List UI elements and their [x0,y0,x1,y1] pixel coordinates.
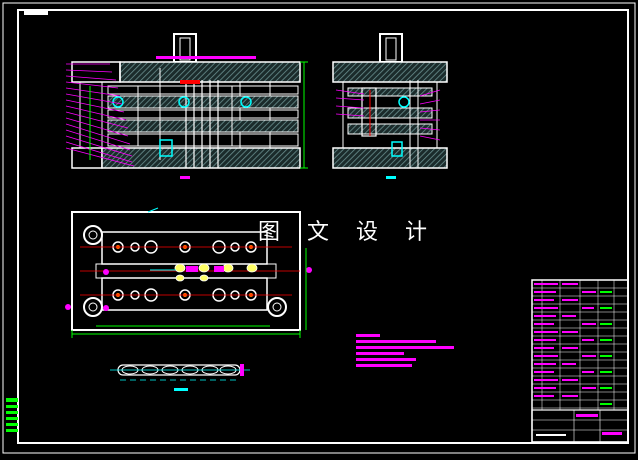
parts-list-table [531,279,629,443]
watermark-text: 图 文 设 计 [258,220,437,245]
front-section-view [65,33,308,179]
margin-legend [6,398,18,432]
strip-layout [110,364,250,391]
side-section-view [332,33,448,179]
technical-notes [356,334,454,367]
lower-die-plan-view [65,207,312,338]
sheet-border [2,2,636,454]
